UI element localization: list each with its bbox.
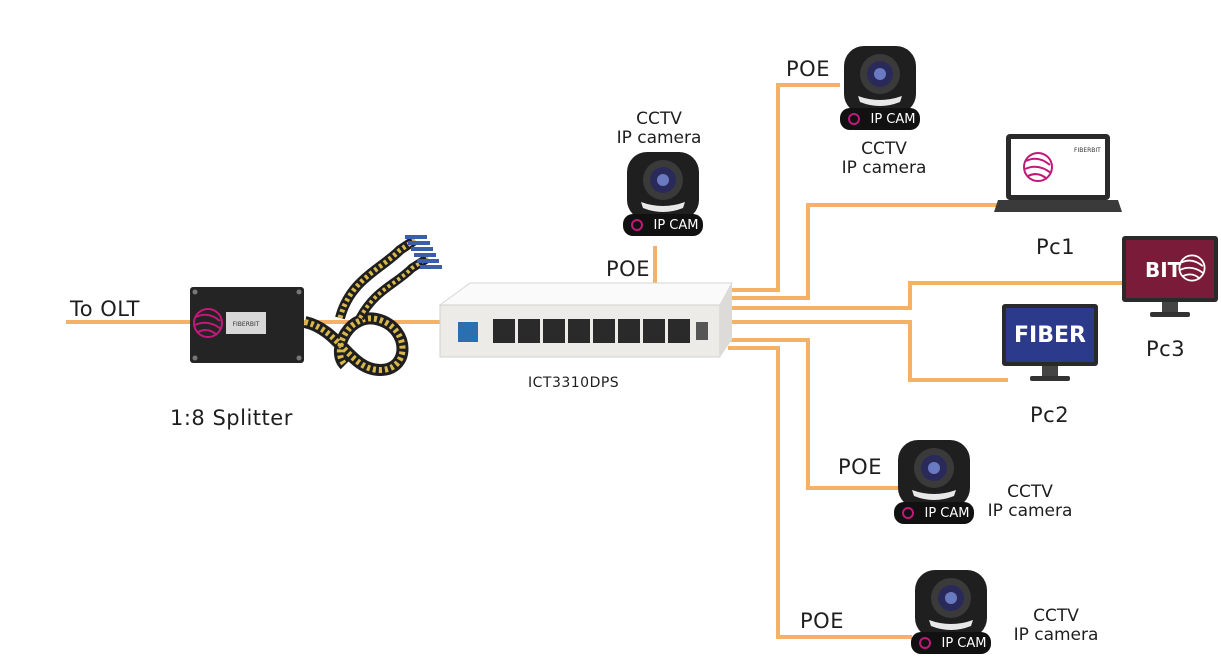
cam3-cctv-label: CCTV bbox=[1007, 482, 1053, 502]
to-olt-label: To OLT bbox=[69, 297, 140, 321]
cable-pc3 bbox=[720, 281, 1122, 310]
pc1-label: Pc1 bbox=[1036, 235, 1075, 259]
cam1-ip-camera-label: IP camera bbox=[617, 128, 702, 148]
cam2-cctv-label: CCTV bbox=[861, 139, 907, 159]
cam4-badge: IP CAM bbox=[942, 636, 987, 651]
cam2-ip-camera-label: IP camera bbox=[842, 158, 927, 178]
cable-poe-cam2 bbox=[690, 83, 840, 292]
switch-model-label: ICT3310DPS bbox=[528, 375, 619, 391]
cam4-cctv-label: CCTV bbox=[1033, 606, 1079, 626]
cable-pc2 bbox=[725, 320, 1008, 382]
splitter-label: 1:8 Splitter bbox=[170, 406, 293, 430]
cam1-badge: IP CAM bbox=[654, 218, 699, 233]
cam3-ip-camera-label: IP camera bbox=[988, 501, 1073, 521]
cam1-poe-label: POE bbox=[606, 257, 650, 281]
cam1-cctv-label: CCTV bbox=[636, 109, 682, 129]
cam2-poe-label: POE bbox=[786, 57, 830, 81]
pc3-label: Pc3 bbox=[1146, 337, 1185, 361]
pc2-label: Pc2 bbox=[1030, 403, 1069, 427]
cam4-ip-camera-label: IP camera bbox=[1014, 625, 1099, 645]
cam3-poe-label: POE bbox=[838, 455, 882, 479]
splitter-logo: FIBERBIT bbox=[233, 321, 260, 328]
cam4-poe-label: POE bbox=[800, 609, 844, 633]
monitor-icon: FIBER bbox=[1002, 304, 1098, 381]
pc3-screen-text: BIT bbox=[1145, 258, 1182, 282]
monitor-icon: BIT bbox=[1122, 236, 1218, 317]
fiber-bundle-icon bbox=[303, 235, 442, 377]
cable-pc1 bbox=[700, 203, 1002, 300]
switch-icon bbox=[438, 282, 733, 358]
cable-poe-cam4 bbox=[728, 346, 912, 639]
laptop-icon: FIBERBIT bbox=[994, 134, 1122, 212]
cables bbox=[66, 83, 1122, 639]
pc2-screen-text: FIBER bbox=[1014, 323, 1086, 348]
pc1-screen-logo: FIBERBIT bbox=[1074, 147, 1101, 154]
cam2-badge: IP CAM bbox=[871, 112, 916, 127]
splitter-icon: FIBERBIT bbox=[190, 287, 304, 363]
cam3-badge: IP CAM bbox=[925, 506, 970, 521]
cable-poe-cam3 bbox=[728, 338, 898, 490]
